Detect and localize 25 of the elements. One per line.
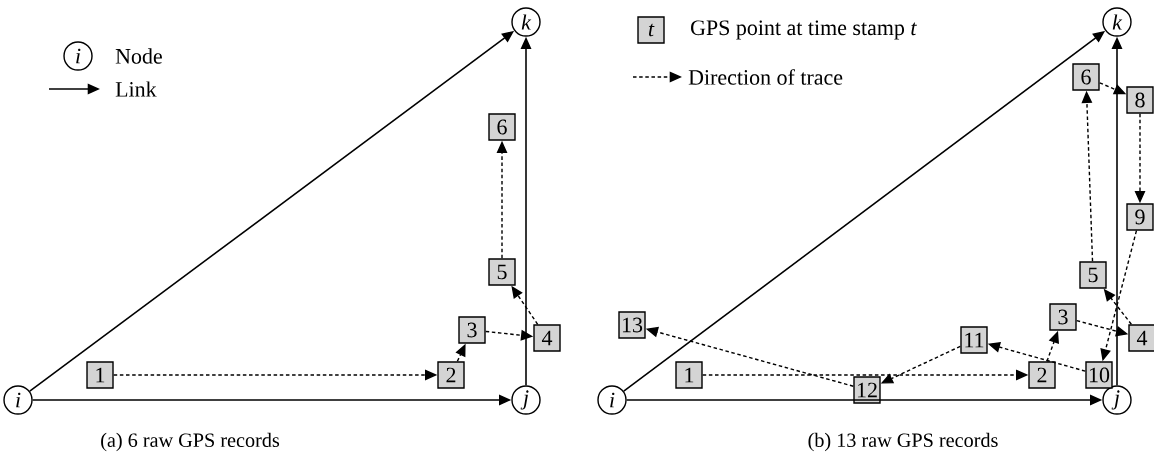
gps-point-box: 4 [1128,324,1154,352]
gps-point-box: 4 [533,324,561,352]
legend-label: Link [115,81,157,97]
gps-point-box: 6 [488,113,516,141]
gps-point-box: 2 [437,361,465,389]
gps-point-box: 13 [618,311,646,339]
gps-point-box: 9 [1126,203,1154,231]
gps-point-box: 1 [675,361,703,389]
gps-point-box: 11 [960,326,988,354]
panel-caption: (b) 13 raw GPS records [808,432,998,452]
legend-label: Node [115,48,162,64]
gps-point-box: 3 [458,316,486,344]
panel-caption: (a) 6 raw GPS records [101,432,280,452]
legend-label: Direction of trace [688,69,843,85]
gps-point-box: 8 [1126,86,1154,114]
legend-label: GPS point at time stamp t [691,20,917,40]
gps-point-box: 6 [1072,63,1100,91]
gps-point-box: 5 [1079,261,1107,289]
legend-box: t [637,16,665,44]
gps-point-box: 5 [488,258,516,286]
gps-point-box: 3 [1049,303,1077,331]
gps-point-box: 1 [86,361,114,389]
gps-point-box: 10 [1085,361,1113,389]
gps-point-box: 12 [853,376,881,404]
gps-point-box: 2 [1028,361,1056,389]
